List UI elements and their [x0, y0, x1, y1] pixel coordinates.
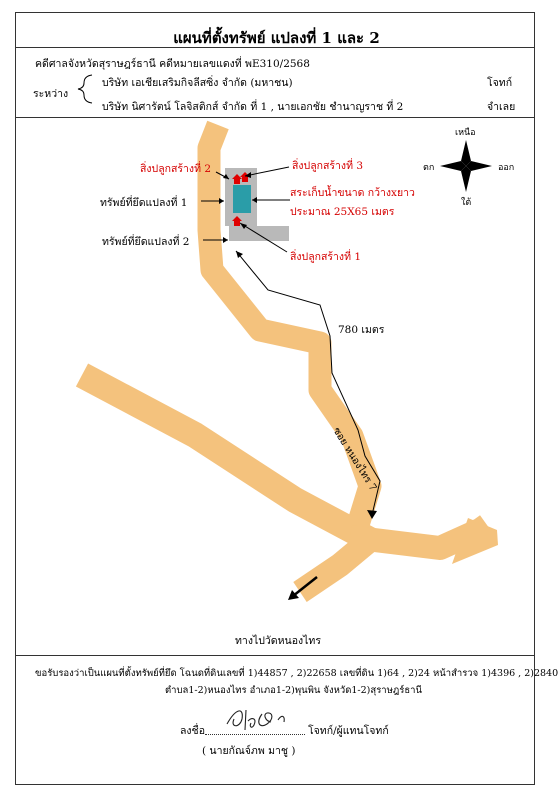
label-to-temple: ทางไปวัดหนองไทร [235, 635, 321, 647]
leader-structure-1 [239, 222, 288, 253]
label-plot-2: ทรัพย์ที่ยึดแปลงที่ 2 [102, 236, 190, 248]
defendant-name: บริษัท นิศารัตน์ โลจิสติกส์ จำกัด ที่ 1 … [102, 101, 404, 113]
label-structure-2: สิ่งปลูกสร้างที่ 2 [140, 163, 212, 175]
map-frame [15, 12, 535, 785]
compass-north: เหนือ [455, 128, 476, 138]
house-icon [232, 216, 242, 226]
distance-arrowhead [367, 510, 377, 519]
plaintiff-role: โจทก์ [487, 77, 513, 89]
east-road-tip [452, 518, 498, 564]
footer-divider [15, 655, 535, 656]
label-structure-1: สิ่งปลูกสร้างที่ 1 [290, 251, 362, 263]
label-pond-dimensions: ประมาณ 25X65 เมตร [290, 206, 395, 218]
direction-arrowhead [288, 590, 299, 600]
southwest-road [293, 530, 378, 602]
compass-west: ตก [423, 163, 435, 173]
certify-line-1: ขอรับรองว่าเป็นแผนที่ตั้งทรัพย์ที่ยึด โฉ… [35, 668, 558, 679]
compass-south: ใต้ [461, 198, 472, 208]
arrowhead [223, 237, 228, 243]
arrowhead [223, 174, 229, 179]
signature-image [226, 709, 285, 731]
title-divider [15, 47, 535, 48]
house-icon [232, 174, 242, 184]
southern-road [75, 363, 377, 552]
page-title: แผนที่ตั้งทรัพย์ แปลงที่ 1 และ 2 [173, 29, 380, 47]
signer-name: ( นายกัณจ์ภพ มาชู ) [202, 745, 296, 757]
label-structure-3: สิ่งปลูกสร้างที่ 3 [292, 160, 364, 172]
compass-rose-icon [440, 140, 492, 192]
sign-role: โจทก์/ผู้แทนโจทก์ [308, 725, 389, 737]
distance-start-arrowhead [236, 251, 243, 258]
arrowhead [219, 198, 224, 204]
between-label: ระหว่าง [33, 88, 69, 100]
header-divider [15, 117, 535, 118]
plaintiff-name: บริษัท เอเชียเสริมกิจลีสซิ่ง จำกัด (มหาช… [102, 77, 293, 89]
plot-2 [229, 226, 289, 241]
label-pond-size: สระเก็บน้ำขนาด กว้างxยาว [290, 187, 415, 199]
brace-bracket [77, 74, 93, 104]
arrowhead [252, 197, 257, 203]
arrowhead [245, 172, 251, 178]
leader-structure-3 [244, 166, 290, 177]
upper-road [197, 120, 382, 529]
pond [233, 185, 251, 213]
signature-line [205, 734, 305, 735]
certify-line-2: ตำบล1-2)หนองไทร อำเภอ1-2)พุนพิน จังหวัด1… [165, 685, 422, 696]
label-distance: 780 เมตร [338, 324, 385, 336]
direction-arrow [292, 576, 318, 597]
distance-path [235, 250, 381, 516]
compass-east: ออก [498, 163, 515, 173]
court-case-line: คดีศาลจังหวัดสุราษฎร์ธานี คดีหมายเลขแดงท… [35, 58, 310, 70]
label-plot-1: ทรัพย์ที่ยึดแปลงที่ 1 [100, 197, 188, 209]
defendant-role: จำเลย [487, 101, 516, 113]
arrowhead [240, 223, 247, 229]
sign-label: ลงชื่อ [180, 725, 205, 737]
